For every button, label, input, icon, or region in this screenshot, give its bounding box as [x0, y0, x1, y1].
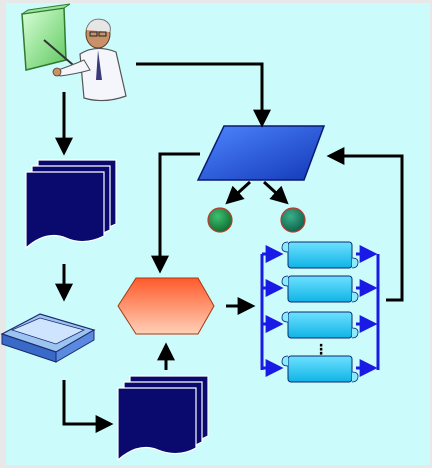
scroll-icon-2	[281, 275, 359, 303]
document-stack-icon-source	[25, 159, 117, 250]
circle-connector-icon-right	[280, 207, 306, 233]
arrow-outputs-feedback	[326, 147, 404, 302]
input-parallelogram	[196, 125, 326, 181]
arrow-presenter-to-input	[136, 62, 271, 128]
arrow-input-to-circle-right	[262, 180, 289, 205]
document-stack-icon-scanned	[117, 375, 209, 462]
scroll-icon-4	[281, 355, 359, 383]
presenter-clipart-icon	[21, 3, 127, 102]
scanner-icon	[0, 313, 96, 363]
scroll-gap-marker: ⋮	[314, 342, 328, 358]
arrow-scanner-to-scanned	[62, 380, 114, 433]
scroll-icon-3	[281, 311, 359, 339]
arrow-input-to-process	[151, 152, 200, 274]
black-connectors	[55, 62, 404, 433]
scroll-icon-1	[281, 241, 359, 269]
hexagon-process-icon	[117, 277, 215, 335]
arrow-input-to-circle-left	[225, 180, 252, 205]
blue-connectors	[260, 245, 380, 377]
circle-connector-icon-left	[207, 207, 233, 233]
